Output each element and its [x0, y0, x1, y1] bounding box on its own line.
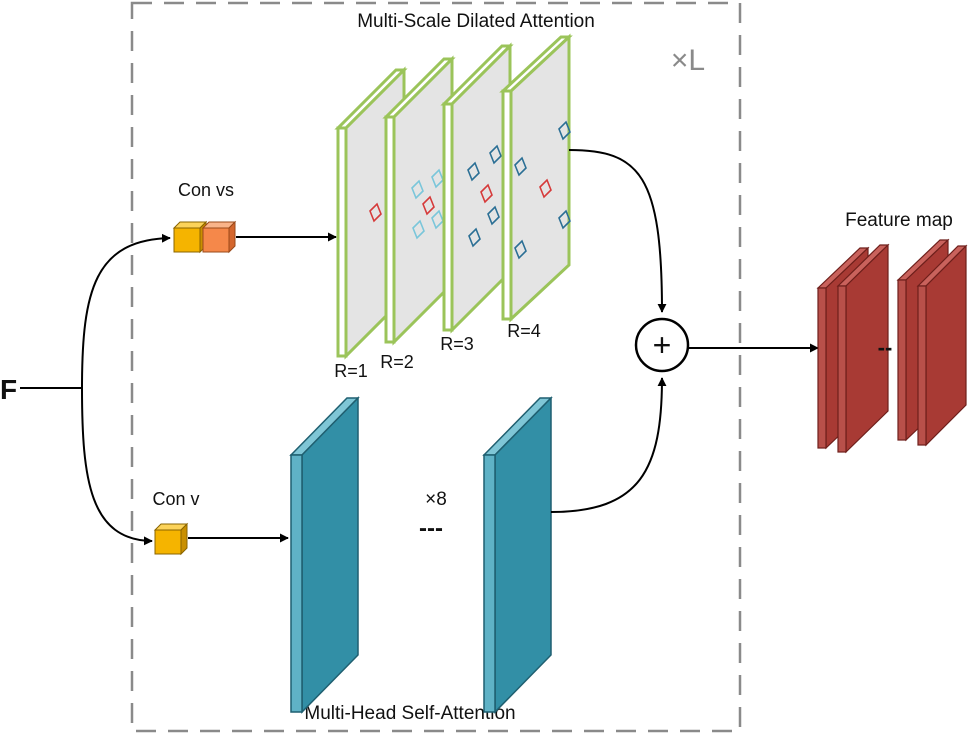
- arrow-to-conv: [81, 387, 153, 546]
- plus-symbol: +: [653, 327, 672, 363]
- feature-plane: [916, 244, 968, 447]
- conv-cube-orange: [201, 220, 237, 254]
- convs-block: [172, 220, 237, 254]
- rate-label-3: R=3: [440, 334, 474, 354]
- arrow-to-convs: [81, 233, 171, 389]
- heads-ellipsis: ---: [419, 515, 443, 542]
- dilation-marker: [468, 227, 481, 248]
- dilation-marker: [558, 209, 571, 230]
- dilation-marker: [558, 120, 571, 141]
- feature-plane: [836, 243, 890, 454]
- feature-map-ellipsis: --: [878, 335, 893, 360]
- arrow-mhsa-to-sum: [550, 377, 667, 513]
- dilation-marker: [411, 179, 424, 200]
- msda-title: Multi-Scale Dilated Attention: [357, 11, 595, 32]
- dilation-marker: [480, 183, 493, 204]
- dilation-marker: [467, 161, 480, 182]
- dilation-marker: [487, 205, 500, 226]
- msda-plane-r3: [440, 42, 514, 334]
- mhsa-title: Multi-Head Self-Attention: [304, 703, 515, 724]
- feature-map-planes: [816, 238, 968, 454]
- conv-cube-yellow: [172, 220, 208, 254]
- rate-label-4: R=4: [507, 321, 541, 341]
- dilation-marker: [539, 178, 552, 199]
- conv-label: Con v: [152, 489, 199, 509]
- convs-label: Con vs: [178, 180, 234, 200]
- rate-label-2: R=2: [380, 352, 414, 372]
- heads-count-label: ×8: [425, 489, 447, 510]
- msda-plane-r2: [382, 55, 456, 346]
- dilation-marker: [412, 219, 425, 240]
- dilation-marker: [422, 195, 435, 216]
- mhsa-plane-first: [289, 396, 360, 714]
- repeat-block-border: [130, 1, 742, 733]
- mhsa-plane-last: [482, 396, 553, 714]
- conv-cube: [153, 522, 189, 556]
- msda-plane-r4: [499, 33, 573, 323]
- rate-label-1: R=1: [334, 361, 368, 381]
- sum-node: [634, 317, 690, 373]
- arrow-msda-to-sum: [568, 149, 667, 313]
- repeat-label: ×L: [671, 44, 705, 77]
- dilation-marker: [514, 156, 527, 177]
- dilation-marker: [369, 202, 382, 223]
- dilation-marker: [514, 239, 527, 260]
- feature-map-label: Feature map: [845, 210, 953, 231]
- dilation-marker: [489, 144, 502, 165]
- input-label: F: [0, 374, 17, 405]
